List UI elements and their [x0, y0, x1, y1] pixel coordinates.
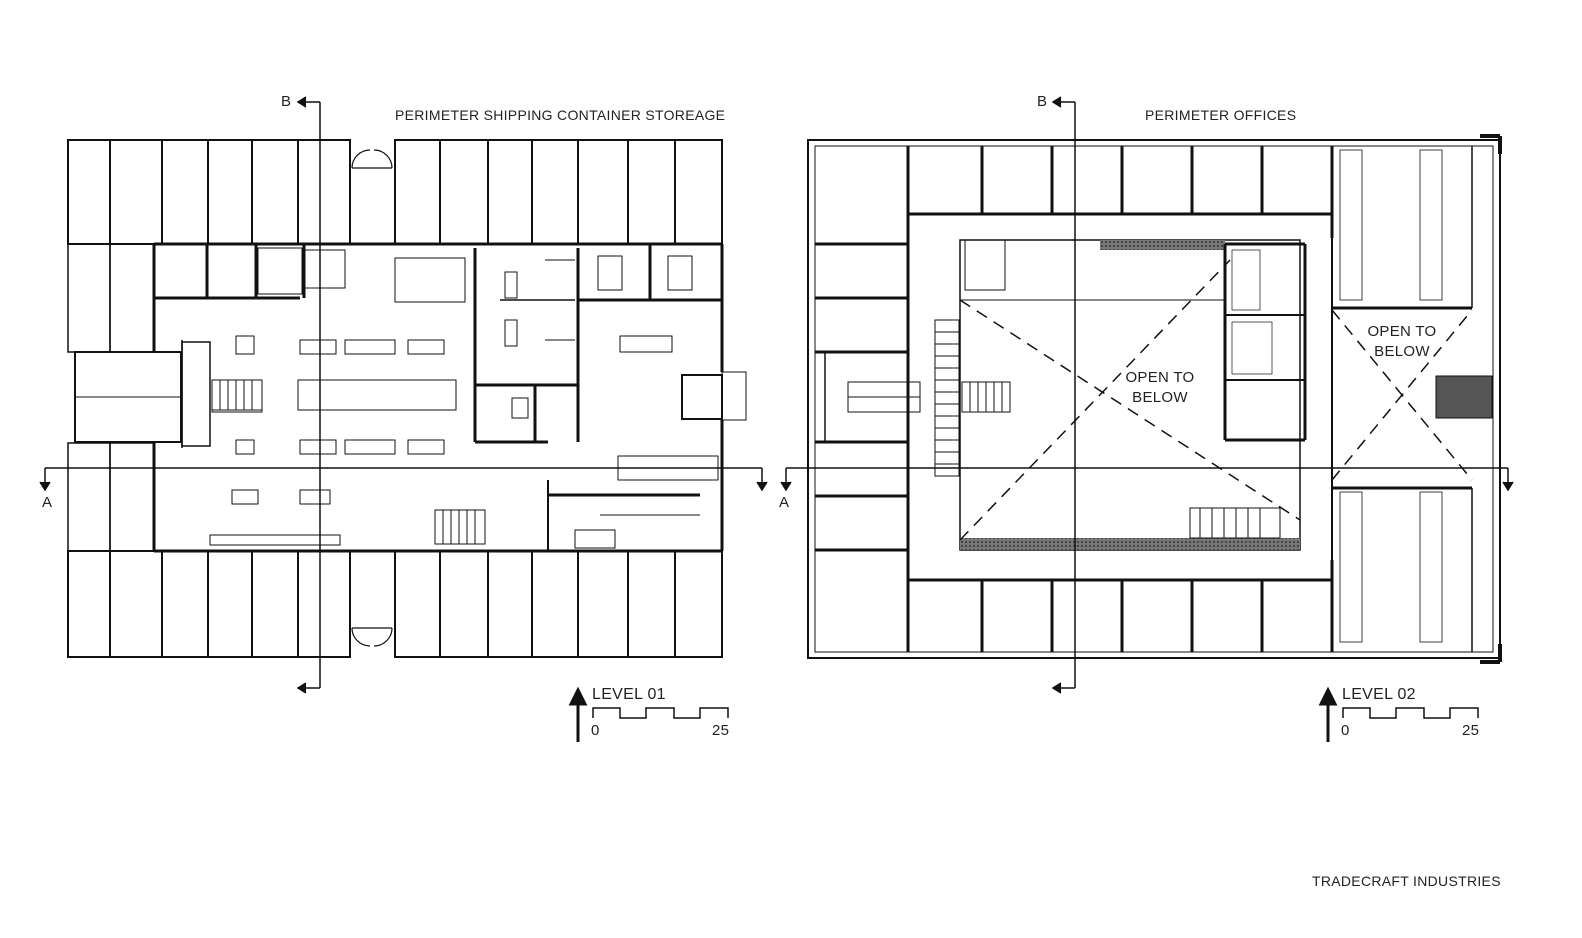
level-01-section-a — [39, 467, 768, 492]
level-01-left-rooms — [154, 244, 346, 448]
north-entry-doors — [351, 149, 393, 169]
level-01-section-b — [296, 96, 321, 694]
level-01-stairs — [211, 379, 486, 545]
level-02-label: LEVEL 02 — [1342, 686, 1416, 703]
level-01-label: LEVEL 01 — [592, 686, 666, 703]
open-to-below-x-large — [959, 259, 1301, 541]
level-02-restroom-block — [1223, 242, 1307, 442]
top-containers-left — [67, 139, 351, 245]
level-01-meeting-rooms — [578, 244, 722, 302]
level-02-section-b — [1051, 96, 1076, 694]
west-entry — [74, 351, 182, 443]
level-02-stairs — [934, 319, 1493, 539]
open-to-below-x-small — [1331, 309, 1473, 481]
bottom-containers-right — [394, 550, 723, 658]
level-02-scale-start: 0 — [1341, 722, 1350, 739]
level-02-section-a — [780, 467, 1514, 492]
top-containers-right — [394, 139, 723, 245]
level-02-east-workstations — [1331, 146, 1473, 652]
level-02-scale-bar — [1342, 707, 1479, 719]
level-01-outline — [152, 242, 724, 553]
open-to-below-label-large: OPEN TO BELOW — [1125, 369, 1195, 406]
level-02-atrium — [959, 239, 1301, 551]
level-01-scale-end: 25 — [712, 722, 730, 739]
level-01-plan — [39, 96, 768, 742]
level-01-scale-bar — [592, 707, 729, 719]
level-02-conference-table — [847, 381, 921, 413]
level-02-plan — [780, 96, 1514, 742]
south-entry-doors — [351, 627, 393, 647]
level-01-restroom-core — [473, 248, 580, 444]
level-01-north-arrow — [568, 686, 588, 742]
level-02-north-offices — [906, 146, 1334, 238]
level-01-tables — [209, 257, 673, 546]
bottom-containers-left — [67, 550, 351, 658]
level-02-scale-end: 25 — [1462, 722, 1480, 739]
level-01-caption: PERIMETER SHIPPING CONTAINER STOREAGE — [395, 107, 726, 123]
credit-text: TRADECRAFT INDUSTRIES — [1312, 873, 1501, 889]
level-02-north-arrow — [1318, 686, 1338, 742]
level-01-section-b-label: B — [281, 93, 292, 110]
open-to-below-label-small: OPEN TO BELOW — [1367, 323, 1437, 360]
level-02-caption: PERIMETER OFFICES — [1145, 107, 1297, 123]
level-02-outline — [807, 134, 1502, 664]
level-02-section-a-label: A — [779, 494, 790, 511]
level-02-south-offices — [906, 560, 1334, 652]
level-01-section-a-label: A — [42, 494, 53, 511]
level-02-section-b-label: B — [1037, 93, 1048, 110]
level-01-scale-start: 0 — [591, 722, 600, 739]
